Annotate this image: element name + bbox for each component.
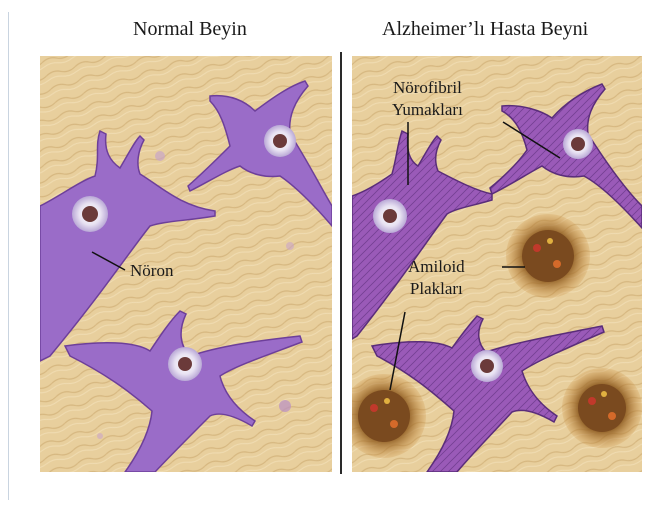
normal-brain-title: Normal Beyin bbox=[133, 18, 247, 41]
amyloid-label-line2: Plakları bbox=[408, 278, 465, 300]
amyloid-plaque-3 bbox=[562, 368, 642, 448]
panel-divider bbox=[340, 52, 342, 474]
amyloid-label-line1: Amiloid bbox=[408, 256, 465, 278]
neuron-label: Nöron bbox=[130, 260, 173, 282]
amyloid-plaque-1 bbox=[506, 214, 590, 298]
neurofibrillary-tangles-label: Nörofibril Yumakları bbox=[392, 77, 463, 121]
frame-border bbox=[8, 12, 9, 500]
amyloid-plaques-label: Amiloid Plakları bbox=[408, 256, 465, 300]
normal-tissue-illustration bbox=[40, 56, 332, 472]
alzheimer-brain-title: Alzheimer’lı Hasta Beyni bbox=[382, 18, 588, 41]
normal-brain-panel bbox=[40, 56, 332, 472]
neurofibril-label-line2: Yumakları bbox=[392, 99, 463, 121]
neurofibril-label-line1: Nörofibril bbox=[392, 77, 463, 99]
